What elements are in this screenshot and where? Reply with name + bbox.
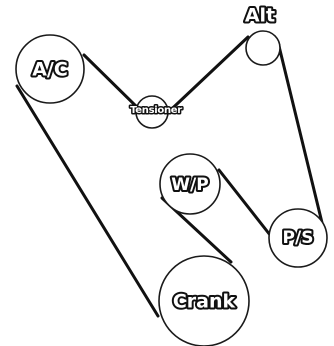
ps-pulley: P/S [268, 208, 328, 268]
belt-segment-ac-to-crank [15, 84, 160, 318]
wp-pulley: W/P [159, 153, 221, 215]
ps-label: P/S [283, 228, 314, 248]
ac-label: A/C [32, 59, 68, 81]
belt-segment-alt-to-ps [276, 40, 327, 237]
belt-segment-ac-to-tensioner [82, 53, 146, 116]
wp-label: W/P [171, 175, 208, 195]
tensioner-label: Tensioner [130, 105, 182, 116]
crank-pulley: Crank [158, 255, 250, 346]
ac-pulley: A/C [15, 34, 85, 104]
crank-label: Crank [173, 291, 236, 313]
alt-pulley: Alt [243, 3, 281, 66]
alt-label: Alt [245, 5, 275, 27]
tensioner-pulley: Tensioner [129, 95, 184, 129]
belt-segment-ps-to-wp [217, 168, 276, 242]
belt-segment-tensioner-to-alt [158, 35, 250, 122]
